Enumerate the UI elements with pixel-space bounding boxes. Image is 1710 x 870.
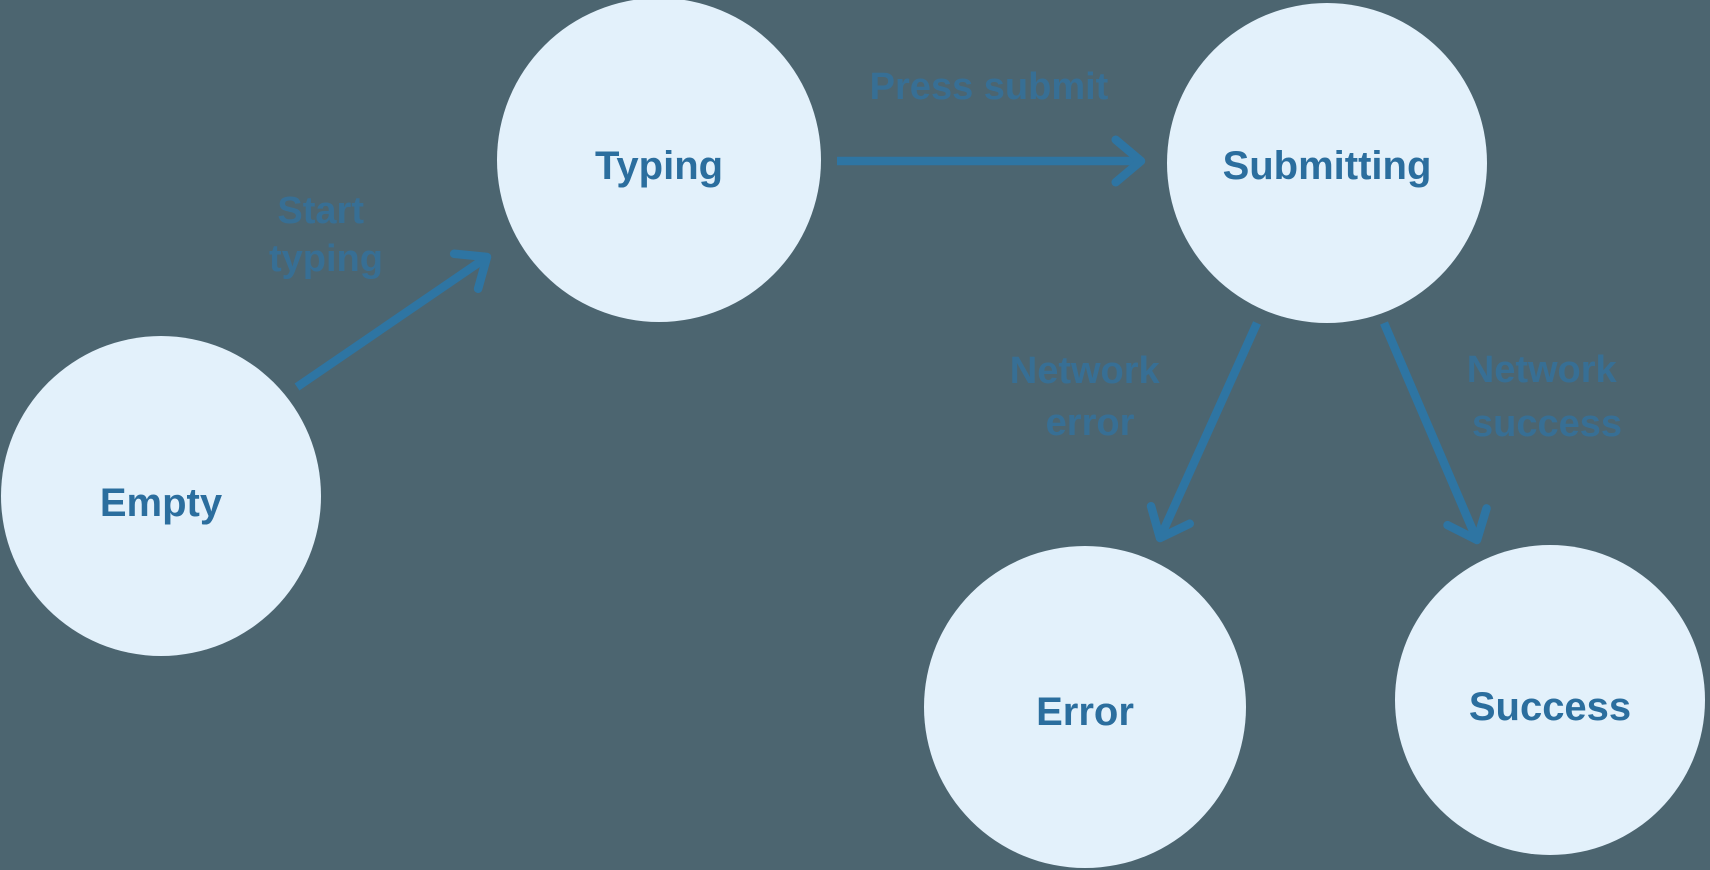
transition-label-line: typing — [269, 238, 383, 280]
state-node-success — [1395, 545, 1705, 855]
transition-label-line: Press submit — [870, 66, 1109, 108]
transition-label-start-typing: Start typing — [269, 178, 383, 280]
transition-label-network-error: Network error — [1010, 338, 1170, 444]
transition-arrow-press-submit — [837, 135, 1146, 187]
state-label-submitting: Submitting — [1223, 144, 1432, 188]
transition-label-line: Start — [277, 190, 364, 232]
state-node-submitting — [1167, 3, 1487, 323]
transition-arrow-network-error — [1146, 321, 1261, 543]
transition-label-line: Network — [1467, 349, 1618, 391]
transition-label-line: success — [1472, 403, 1622, 445]
state-node-typing — [497, 0, 821, 322]
state-node-empty — [1, 336, 321, 656]
transition-label-line: error — [1046, 402, 1135, 444]
transition-label-press-submit: Press submit — [870, 66, 1109, 108]
transition-label-network-success: Network success — [1467, 337, 1627, 445]
state-label-typing: Typing — [595, 144, 723, 188]
transition-arrow-network-success — [1380, 321, 1491, 545]
state-node-error — [924, 546, 1246, 868]
transition-arrow-start-typing — [294, 249, 492, 391]
state-label-empty: Empty — [100, 481, 223, 525]
state-label-error: Error — [1036, 690, 1134, 734]
state-label-success: Success — [1469, 685, 1631, 729]
transition-label-line: Network — [1010, 350, 1161, 392]
